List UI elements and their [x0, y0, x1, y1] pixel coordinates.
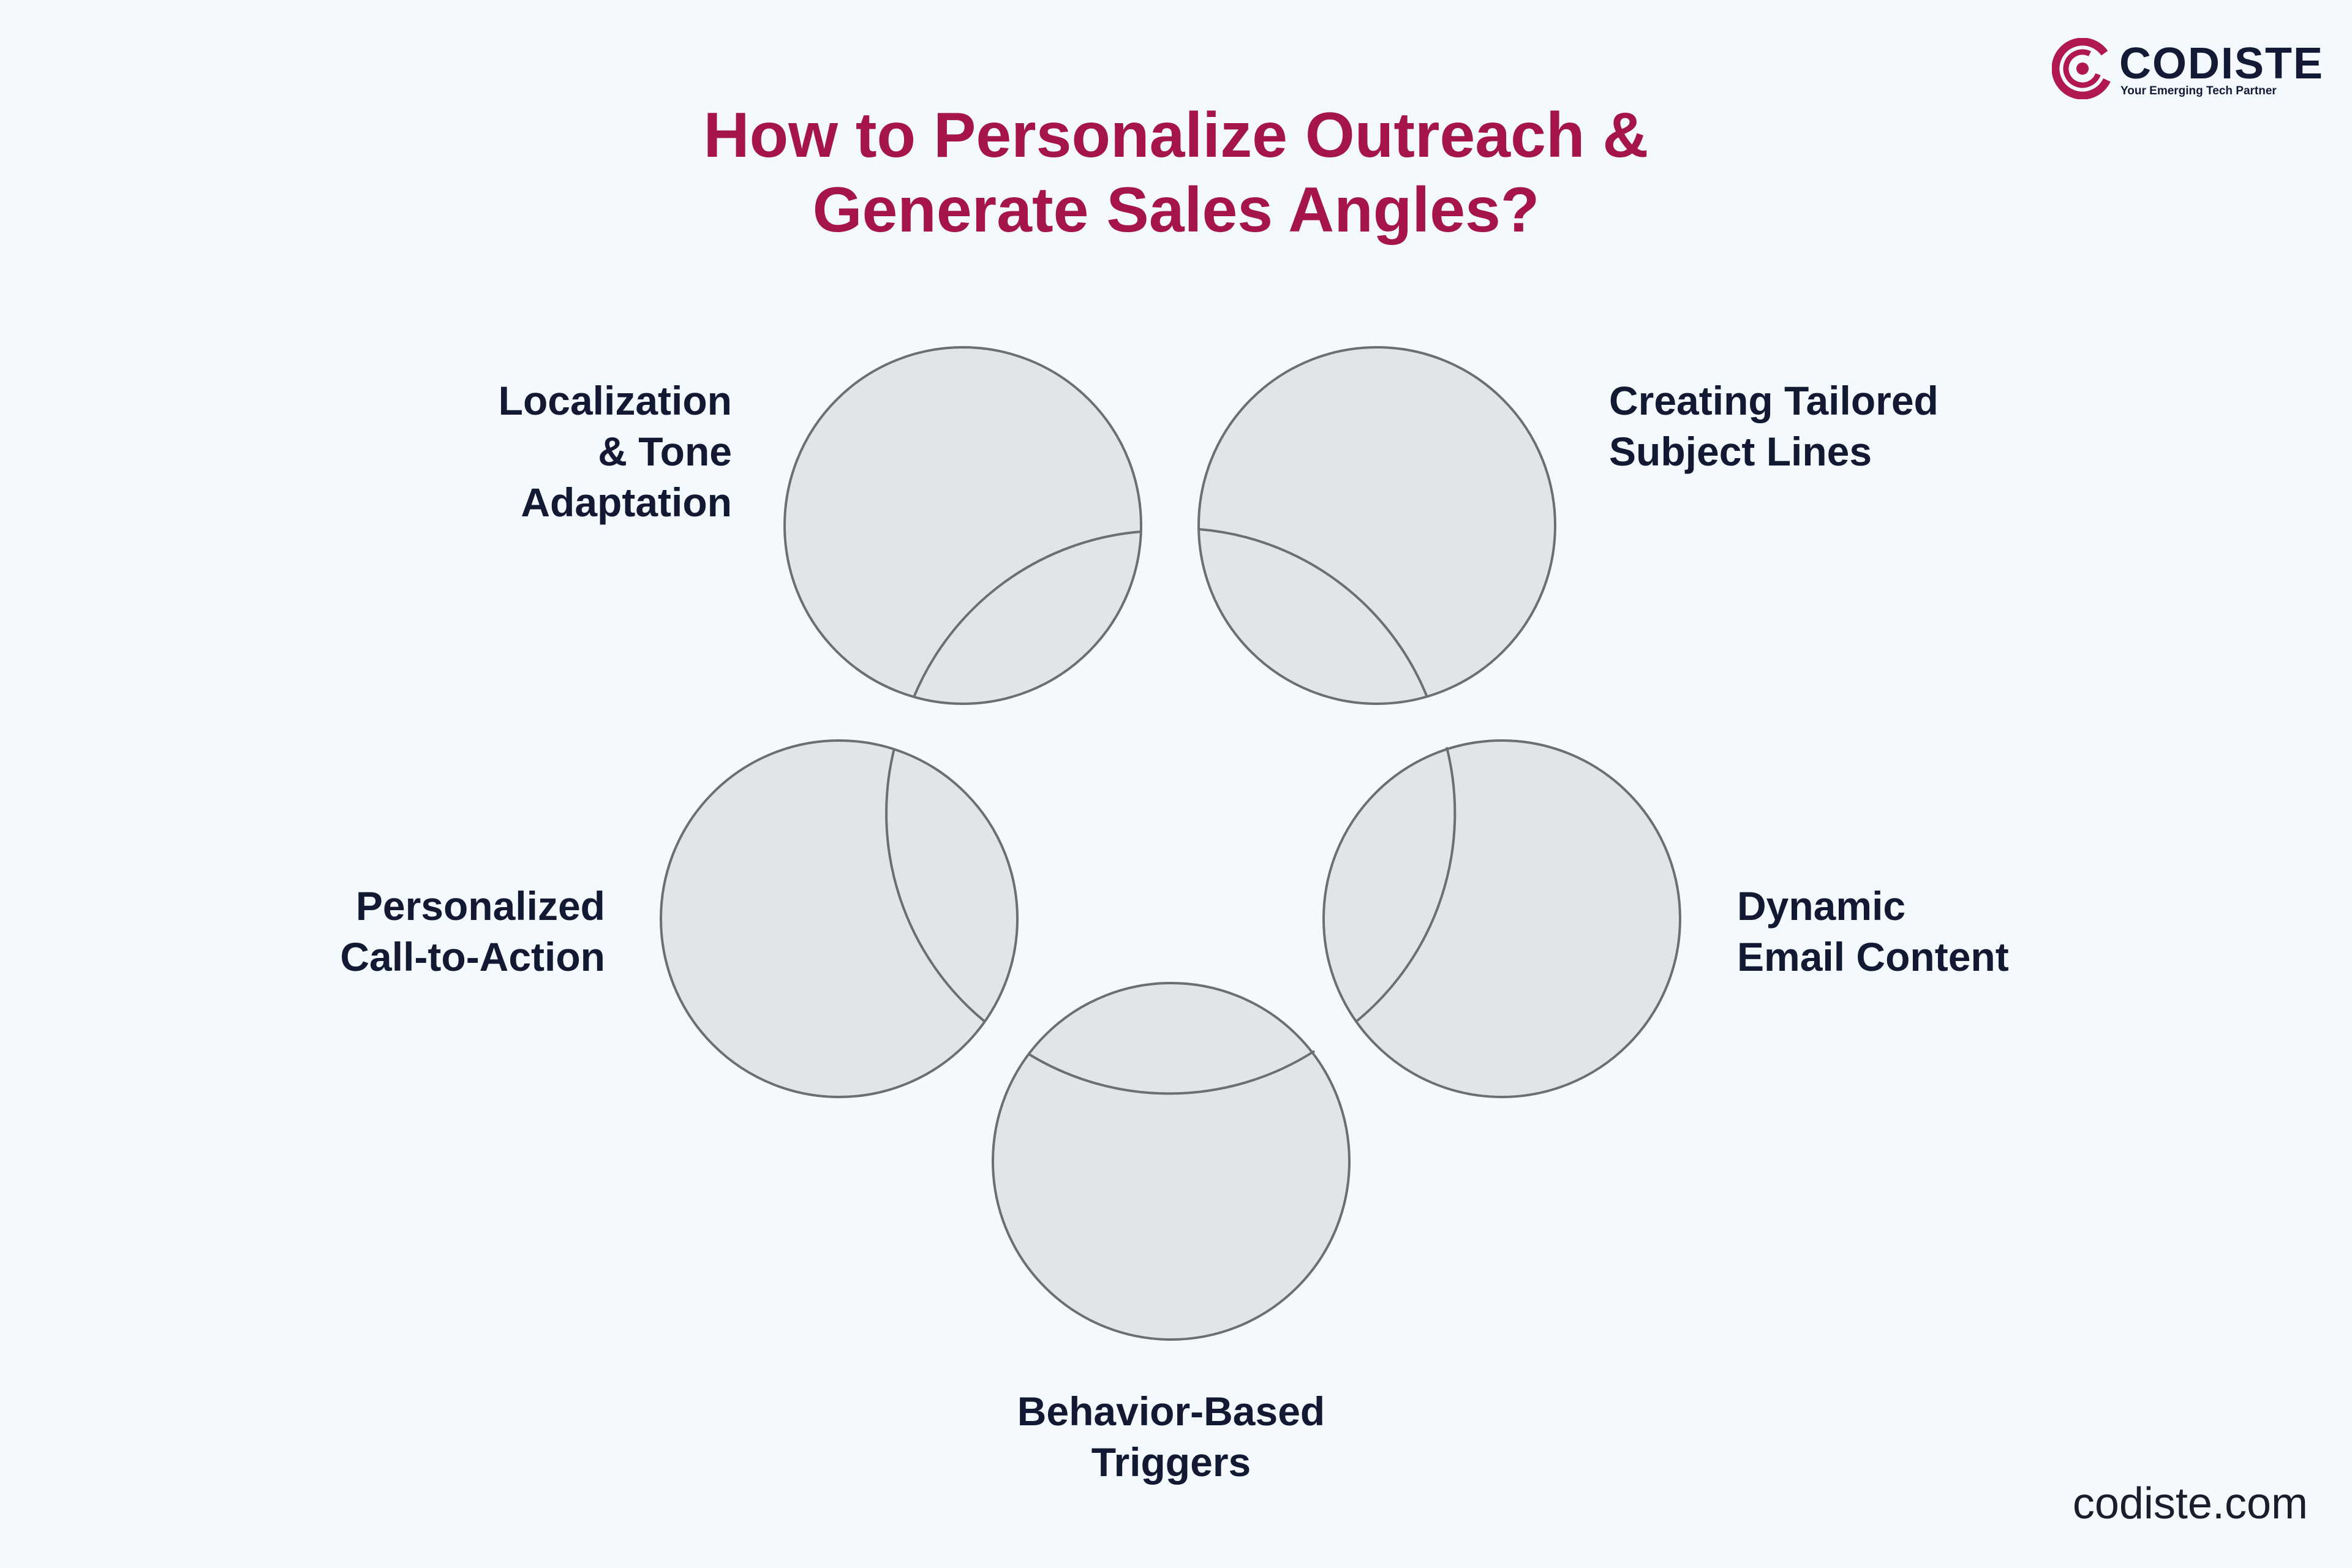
- label-dynamic-email: Dynamic Email Content: [1737, 883, 2009, 979]
- label-subject-lines: Creating Tailored Subject Lines: [1609, 378, 1939, 474]
- label-localization: Localization & Tone Adaptation: [498, 378, 732, 525]
- codiste-logo-icon: [2052, 38, 2113, 99]
- label-call-to-action: Personalized Call-to-Action: [340, 883, 605, 979]
- circle-localization: [783, 346, 1142, 705]
- title-line-2: Generate Sales Angles?: [812, 175, 1540, 246]
- logo-wordmark: CODISTE: [2119, 39, 2324, 88]
- page-title: How to Personalize Outreach & Generate S…: [0, 98, 2352, 247]
- website-link[interactable]: codiste.com: [2072, 1479, 2308, 1528]
- circle-behavior-triggers: [992, 982, 1351, 1341]
- label-behavior-triggers: Behavior-Based Triggers: [1017, 1389, 1325, 1485]
- logo-tagline: Your Emerging Tech Partner: [2120, 85, 2277, 97]
- title-line-1: How to Personalize Outreach &: [703, 100, 1649, 171]
- circle-subject-lines: [1197, 346, 1556, 705]
- circle-call-to-action: [660, 739, 1019, 1098]
- circle-dynamic-email: [1322, 739, 1681, 1098]
- brand-logo: CODISTE Your Emerging Tech Partner: [2051, 36, 2323, 103]
